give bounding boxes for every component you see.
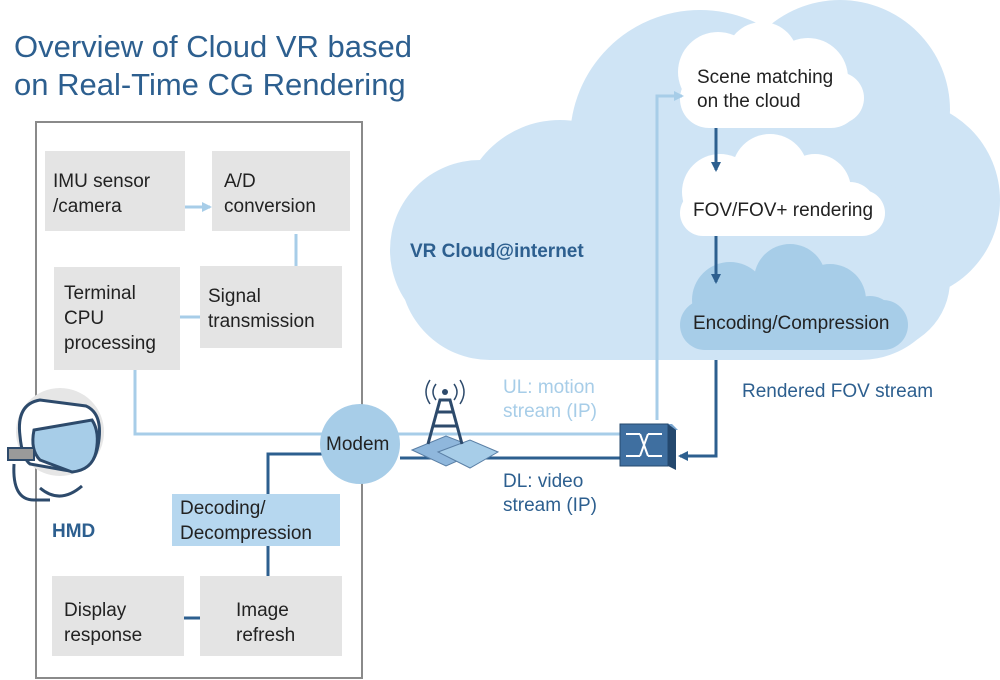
- ul-stream-line-2: stream (IP): [503, 401, 597, 422]
- modem-circle: [320, 404, 400, 484]
- modem-label: Modem: [326, 434, 390, 455]
- imu-sensor-line-2: /camera: [53, 196, 122, 217]
- ul-stream-label: UL: motion stream (IP): [503, 376, 597, 424]
- ad-conversion-line-1: A/D: [224, 171, 256, 192]
- scene-matching-cloud-shape: [678, 22, 864, 128]
- title-line-1: Overview of Cloud VR based: [14, 29, 413, 64]
- signal-transmission-line-1: Signal: [208, 286, 261, 307]
- image-refresh-line-2: refresh: [236, 625, 296, 646]
- signal-transmission-box: Signal transmission: [200, 266, 342, 348]
- fov-rendering-label: FOV/FOV+ rendering: [693, 200, 874, 221]
- display-response-line-2: response: [64, 625, 143, 646]
- ad-conversion-box: A/D conversion: [212, 151, 350, 231]
- ul-stream-line-1: UL: motion: [503, 377, 595, 398]
- display-response-line-1: Display: [64, 600, 127, 621]
- dl-stream-line-2: stream (IP): [503, 495, 597, 516]
- ad-conversion-line-2: conversion: [224, 196, 316, 217]
- hmd-label: HMD: [52, 521, 96, 542]
- fov-rendering-cloud-shape: [680, 134, 885, 236]
- imu-sensor-box: IMU sensor /camera: [45, 151, 185, 231]
- terminal-cpu-box: Terminal CPU processing: [54, 267, 180, 370]
- antenna-tower-icon: [410, 379, 500, 469]
- uplink-to-cloud-arrow: [655, 91, 684, 420]
- decoding-line-2: Decompression: [180, 523, 312, 544]
- uplink-terminal-line: [133, 370, 322, 436]
- encoding-label: Encoding/Compression: [693, 313, 890, 334]
- scene-matching-label: Scene matching on the cloud: [697, 66, 833, 114]
- terminal-cpu-line-1: Terminal: [64, 283, 136, 304]
- display-response-box: Display response: [52, 576, 184, 656]
- terminal-cpu-line-2: CPU: [64, 308, 105, 329]
- imu-sensor-line-1: IMU sensor: [53, 171, 151, 192]
- image-refresh-line-1: Image: [236, 600, 289, 621]
- image-refresh-box: Image refresh: [200, 576, 342, 656]
- downlink-terminal-arrow: [263, 452, 328, 598]
- decoding-line-1: Decoding/: [180, 498, 266, 519]
- rendered-fov-stream-label: Rendered FOV stream: [742, 381, 934, 402]
- rendered-fov-arrow: [678, 360, 718, 461]
- terminal-cpu-line-3: processing: [64, 333, 156, 354]
- decoding-box: Decoding/ Decompression: [172, 494, 340, 546]
- page-title: Overview of Cloud VR based on Real-Time …: [14, 28, 412, 104]
- vr-headset-icon: [7, 388, 104, 502]
- title-line-2: on Real-Time CG Rendering: [14, 67, 406, 102]
- scene-matching-line-2: on the cloud: [697, 91, 801, 112]
- signal-transmission-line-2: transmission: [208, 311, 315, 332]
- network-switch-icon: [619, 423, 678, 470]
- scene-matching-line-1: Scene matching: [697, 67, 834, 88]
- dl-stream-line-1: DL: video: [503, 471, 584, 492]
- dl-stream-label: DL: video stream (IP): [503, 470, 597, 518]
- vr-cloud-label: VR Cloud@internet: [410, 241, 584, 262]
